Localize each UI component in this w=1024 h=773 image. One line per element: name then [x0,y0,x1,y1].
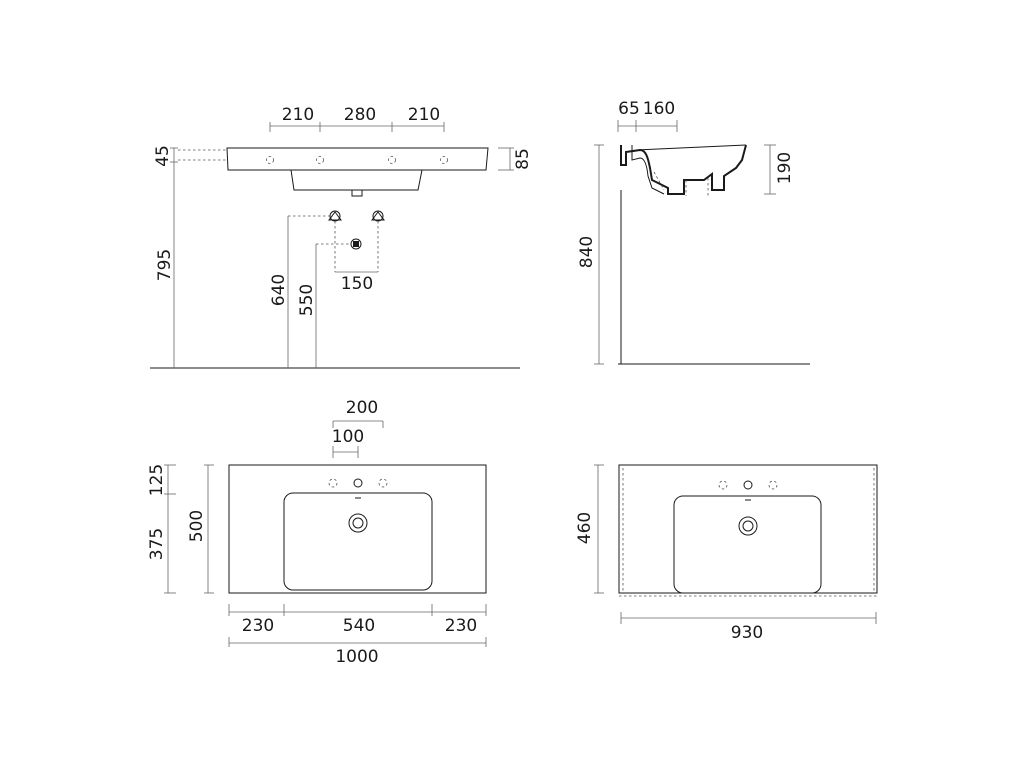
plan-dim-230-left: 230 [242,616,274,636]
front-dim-210-right: 210 [408,105,440,125]
front-dim-45: 45 [153,145,173,167]
front-dim-150: 150 [341,274,373,294]
plan-tap-hole-center [353,478,363,488]
tap-hole-center-left [316,156,324,164]
side-dim-190: 190 [775,152,795,184]
plan-tap-hole-right [378,478,388,488]
cabinet-drain-outer [738,516,758,536]
cabinet-tap-hole-right [768,480,778,490]
front-dim-640: 640 [269,274,289,306]
side-dim-840: 840 [577,236,597,268]
tap-hole-center-right [388,156,396,164]
basin-section-profile [620,144,747,195]
waste-outlet [351,189,363,197]
water-supply-right-icon [371,211,385,221]
front-dim-550: 550 [297,284,317,316]
plan-tap-hole-left [328,478,338,488]
plan-dim-200: 200 [346,398,378,418]
front-dim-280: 280 [344,105,376,125]
drain-fitting-icon [353,241,359,247]
front-dim-85: 85 [513,148,533,170]
cabinet-drain-inner [742,520,754,532]
side-dim-160: 160 [643,99,675,119]
cabinet-dim-930: 930 [731,623,763,643]
cabinet-tap-hole-left [718,480,728,490]
cabinet-outline [618,464,878,594]
front-dim-795: 795 [155,249,175,281]
drain-inner [352,517,364,529]
plan-view: 200 100 125 375 500 230 540 230 1000 [147,398,487,667]
side-dim-65: 65 [618,99,640,119]
front-dim-210-left: 210 [282,105,314,125]
bowl-outline [283,492,433,591]
basin-outline [228,464,487,594]
side-view: 65 160 190 840 [577,99,810,365]
front-view: 210 280 210 45 85 795 640 550 150 [150,105,533,369]
plan-view-2: 460 930 [575,464,878,643]
tap-hole-left [266,156,274,164]
plan-dim-230-right: 230 [445,616,477,636]
cabinet-tap-hole-center [743,480,753,490]
cabinet-bowl-outline [673,495,822,594]
plan-dim-1000: 1000 [335,647,378,667]
basin-top-slab [226,147,489,171]
drain-outer [348,513,368,533]
cabinet-dim-460: 460 [575,512,595,544]
plan-dim-125: 125 [147,464,167,496]
plan-dim-375: 375 [147,528,167,560]
plan-dim-500: 500 [187,510,207,542]
basin-bowl [290,169,423,191]
plan-dim-540: 540 [343,616,375,636]
water-supply-left-icon [328,211,342,221]
tap-hole-right [440,156,448,164]
plan-dim-100: 100 [332,427,364,447]
